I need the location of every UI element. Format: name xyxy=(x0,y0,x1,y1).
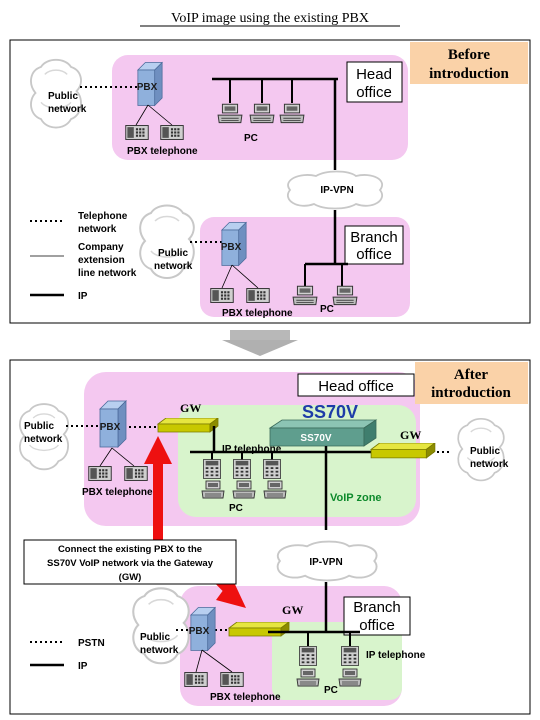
before-public-network-head-l2: network xyxy=(48,104,87,115)
before-head-office-label-l1: Head xyxy=(356,66,392,83)
after-badge-line1: After xyxy=(454,367,488,383)
after-pbx-head-label: PBX xyxy=(100,422,121,433)
after-voip-zone-label: VoIP zone xyxy=(330,492,382,504)
after-pbx-telephone-branch-label: PBX telephone xyxy=(210,692,281,703)
after-badge xyxy=(415,362,528,404)
before-branch-office-label-l2: office xyxy=(356,246,392,263)
before-public-network-branch-l2: network xyxy=(154,261,193,272)
before-pbx-telephone-icon xyxy=(160,125,184,140)
after-ss70v-device xyxy=(268,419,378,447)
after-public-network-head-l2: network xyxy=(24,434,63,445)
before-ipvpn-label: IP-VPN xyxy=(320,185,353,196)
callout-line2: SS70V VoIP network via the Gateway xyxy=(47,558,214,569)
after-ip-telephone-icon xyxy=(341,646,359,666)
after-head-office-label: Head office xyxy=(318,378,394,395)
before-pbx-head-ext-line-1 xyxy=(135,104,149,126)
after-head-office-label-box xyxy=(297,373,415,397)
after-public-network-right-l1: Public xyxy=(470,446,500,457)
after-ip-telephone-icon xyxy=(299,646,317,666)
after-pbx-telephone-icon xyxy=(124,466,148,481)
after-pbx-head-ext-line-1 xyxy=(99,447,113,467)
callout-line1: Connect the existing PBX to the xyxy=(58,544,202,555)
after-gw-branch-icon xyxy=(228,622,290,637)
after-legend-ip-label: IP xyxy=(78,661,88,672)
after-gw-head-icon xyxy=(157,418,219,433)
callout-box xyxy=(23,539,237,585)
before-pbx-branch-ext-line-1 xyxy=(221,264,233,289)
before-head-pc-label: PC xyxy=(244,133,258,144)
diagram-title: VoIP image using the existing PBX xyxy=(171,11,369,26)
after-pbx-telephone-icon xyxy=(220,672,244,687)
after-ss70v-device-label: SS70V xyxy=(300,433,331,444)
before-legend-company-l1: Company xyxy=(78,242,124,253)
after-ipvpn-label: IP-VPN xyxy=(309,557,342,568)
before-badge-line1: Before xyxy=(448,47,491,63)
after-gw-right-icon xyxy=(370,443,436,459)
after-public-network-head-l1: Public xyxy=(24,421,54,432)
before-pbx-telephone-icon xyxy=(125,125,149,140)
before-pbx-telephone-head-label: PBX telephone xyxy=(127,146,198,157)
after-ss70v-title: SS70V xyxy=(302,402,358,422)
after-ip-telephone-branch-label: IP telephone xyxy=(366,650,426,661)
before-badge-line2: introduction xyxy=(429,66,509,82)
after-pbx-branch-label: PBX xyxy=(189,626,210,637)
before-branch-pc-label: PC xyxy=(320,304,334,315)
before-pbx-telephone-icon xyxy=(210,288,234,303)
after-badge-line2: introduction xyxy=(431,385,511,401)
after-branch-office-label-box xyxy=(343,596,411,636)
before-head-office-label-l2: office xyxy=(356,84,392,101)
before-legend-ip-label: IP xyxy=(78,291,88,302)
before-legend-company-l3: line network xyxy=(78,268,137,279)
after-ip-telephone-icon xyxy=(203,459,221,479)
after-branch-office-label-l1: Branch xyxy=(353,599,401,616)
after-pbx-branch-ext-line-2 xyxy=(201,649,233,673)
after-gw-head-label: GW xyxy=(180,401,201,415)
before-pbx-telephone-branch-label: PBX telephone xyxy=(222,308,293,319)
after-ip-telephone-icon xyxy=(233,459,251,479)
after-gw-branch-label: GW xyxy=(282,603,303,617)
after-pbx-telephone-icon xyxy=(88,466,112,481)
before-pbx-telephone-icon xyxy=(246,288,270,303)
after-pbx-telephone-icon xyxy=(184,672,208,687)
after-pbx-branch-ext-line-1 xyxy=(195,649,203,673)
after-gw-right-label: GW xyxy=(400,428,421,442)
after-public-network-branch-l1: Public xyxy=(140,632,170,643)
before-panel: Before introduction Head office Branch o… xyxy=(9,39,531,324)
after-branch-pc-label: PC xyxy=(324,685,338,696)
before-public-network-branch-l1: Public xyxy=(158,248,188,259)
callout-arrow-up xyxy=(144,436,172,540)
before-legend-telephone-l1: Telephone xyxy=(78,211,128,222)
before-legend-telephone-l2: network xyxy=(78,224,117,235)
after-ip-telephone-head-label: IP telephone xyxy=(222,444,282,455)
before-pbx-branch-ext-line-2 xyxy=(231,264,259,289)
callout-line3: (GW) xyxy=(119,572,142,583)
before-branch-office-label-box xyxy=(344,225,404,265)
after-ip-telephone-icon xyxy=(263,459,281,479)
before-badge xyxy=(410,42,528,84)
before-public-network-head-l1: Public xyxy=(48,91,78,102)
after-panel: After introduction Head office Branch of… xyxy=(9,359,531,715)
after-legend-pstn-label: PSTN xyxy=(78,638,105,649)
after-pbx-telephone-head-label: PBX telephone xyxy=(82,487,153,498)
before-pbx-branch-label: PBX xyxy=(221,242,242,253)
before-pbx-head-label: PBX xyxy=(137,82,158,93)
before-head-office-label-box xyxy=(346,61,403,103)
after-branch-office-label-l2: office xyxy=(359,617,395,634)
before-branch-office-label-l1: Branch xyxy=(350,229,398,246)
after-head-pc-label: PC xyxy=(229,503,243,514)
before-pbx-head-ext-line-2 xyxy=(147,104,173,126)
before-legend-company-l2: extension xyxy=(78,255,125,266)
transition-arrow xyxy=(222,330,298,356)
after-public-network-branch-l2: network xyxy=(140,645,179,656)
after-pbx-head-ext-line-2 xyxy=(111,447,135,467)
after-public-network-right-l2: network xyxy=(470,459,509,470)
